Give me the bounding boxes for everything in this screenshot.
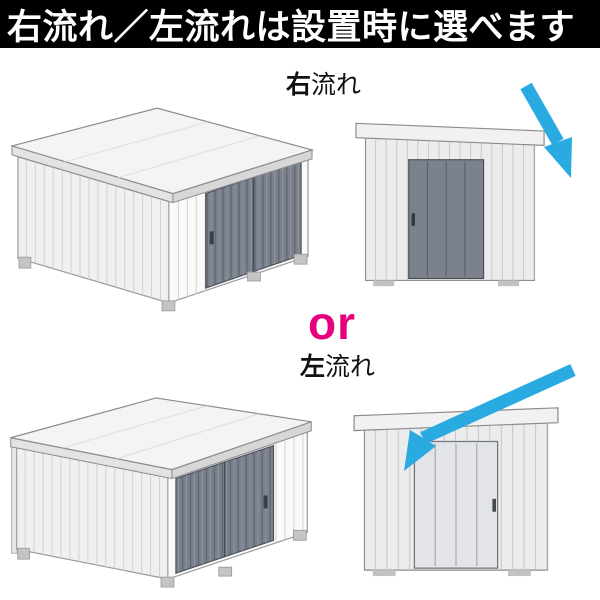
shed-isometric-right-flow [9,107,315,312]
arrow-shaft [420,364,576,444]
shed-front-right-flow [355,122,545,287]
left-flow-label-suffix: 流れ [325,353,376,381]
foundation-foot [160,576,175,588]
front-wall-panel [273,430,308,544]
roof-top [10,397,312,471]
foundation-foot [17,547,31,560]
roof-seam [118,135,260,179]
or-divider: or [308,297,356,349]
foundation-foot [373,280,395,287]
page-title: 右流れ／左流れは設置時に選べます [7,7,576,47]
roof-fascia [355,122,545,146]
arrow-down-right-icon [520,82,572,178]
foundation-foot [218,566,233,577]
door-handle-icon [492,498,497,512]
sliding-door [408,159,485,280]
left-flow-label: 左流れ [300,353,376,382]
front-wall-panel [167,474,176,580]
sliding-door [205,159,302,289]
front-wall-panel [168,189,206,303]
right-flow-label-direction: 右 [286,71,312,99]
door-handle-icon [411,213,415,226]
shed-roof [10,397,312,480]
side-wall-corrugation [16,447,168,580]
foundation-feet [18,253,308,312]
foundation-foot [247,271,261,282]
roof-seam [117,413,259,460]
arrow-head [544,137,572,178]
arrow-shaft [520,82,564,146]
shed-isometric-left-flow [10,397,312,588]
header-banner: 右流れ／左流れは設置時に選べます [0,0,600,48]
side-wall-corrugation [17,156,169,303]
sliding-door [413,440,499,569]
right-flow-label-suffix: 流れ [311,71,362,99]
arrow-head [404,430,436,471]
foundation-foot [161,300,176,312]
door-handle-icon [263,495,268,509]
shed-roof [9,107,315,204]
sliding-door [175,444,275,574]
door-handle-icon [209,231,214,245]
foundation-foot [498,280,520,287]
roof-seam [64,121,208,163]
foundation-foot [508,570,531,577]
foundation-foot [372,570,396,577]
roof-seam [63,405,207,449]
right-flow-label: 右流れ [286,71,362,100]
left-flow-label-direction: 左 [300,353,326,381]
foundation-foot [18,256,32,269]
foundation-foot [292,529,307,541]
foundation-feet [17,529,307,588]
arrow-down-left-icon [404,364,576,471]
foundation-foot [293,253,308,265]
